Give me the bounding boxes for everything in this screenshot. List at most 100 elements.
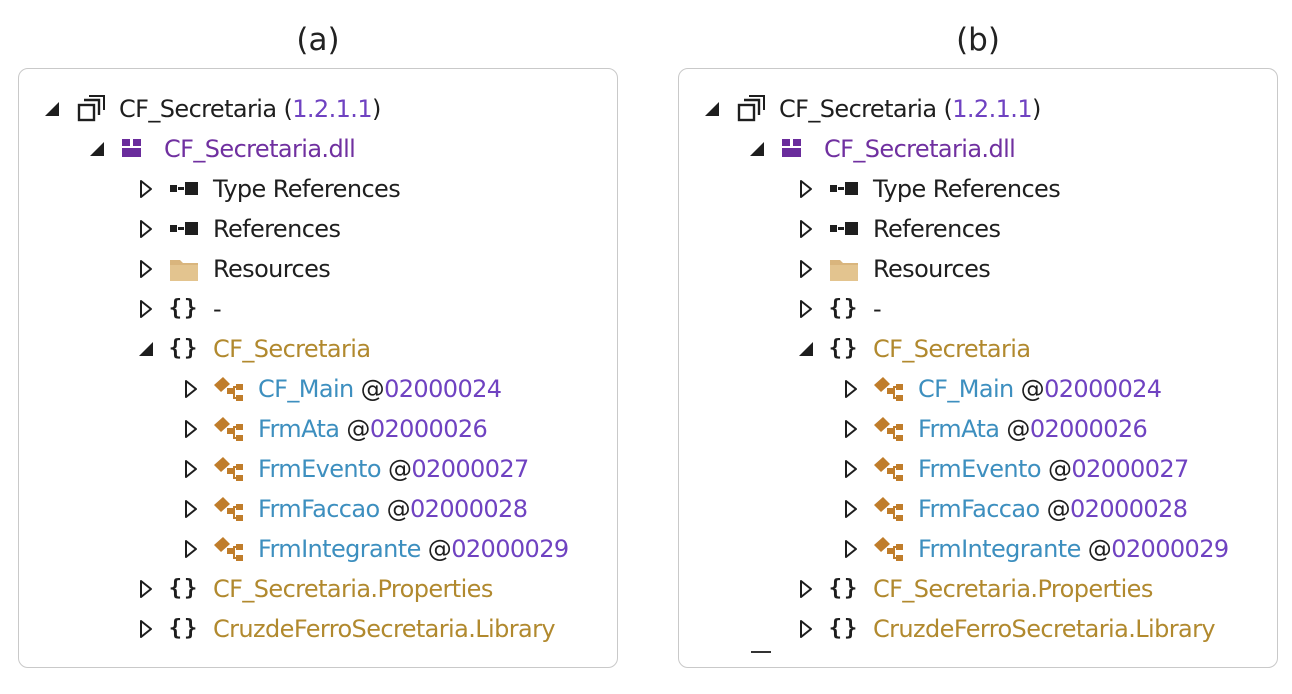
collapsed-arrow-icon[interactable] bbox=[180, 378, 202, 400]
tree-node[interactable]: {}CruzdeFerroSecretaria.Library bbox=[795, 609, 1216, 649]
tree-node[interactable]: {}CF_Secretaria bbox=[135, 329, 371, 369]
tree-node[interactable]: Resources bbox=[135, 249, 331, 289]
class-icon bbox=[212, 494, 246, 524]
node-label-part: FrmIntegrante bbox=[258, 535, 421, 563]
node-label-part: 02000024 bbox=[1044, 375, 1162, 403]
collapsed-arrow-icon[interactable] bbox=[795, 258, 817, 280]
node-label-part: FrmFaccao bbox=[918, 495, 1040, 523]
class-icon bbox=[872, 454, 906, 484]
node-label-part: ) bbox=[371, 95, 381, 123]
collapsed-arrow-icon[interactable] bbox=[795, 298, 817, 320]
references-icon bbox=[167, 174, 201, 204]
node-label-part: CruzdeFerroSecretaria.Library bbox=[213, 615, 556, 643]
node-label-part: FrmEvento bbox=[918, 455, 1042, 483]
tree-node[interactable]: References bbox=[135, 209, 341, 249]
tree-node[interactable]: CF_Secretaria (1.2.1.1) bbox=[41, 89, 381, 129]
collapsed-arrow-icon[interactable] bbox=[795, 618, 817, 640]
namespace-icon: {} bbox=[168, 336, 200, 361]
collapsed-arrow-icon[interactable] bbox=[135, 578, 157, 600]
caption-a: (a) bbox=[296, 22, 340, 58]
folder-icon bbox=[827, 254, 861, 284]
class-icon bbox=[212, 534, 246, 564]
node-label-part: @ bbox=[380, 455, 412, 483]
tree-node[interactable]: CF_Secretaria.dll bbox=[86, 129, 356, 169]
tree-node[interactable]: FrmAta @02000026 bbox=[180, 409, 488, 449]
node-label-part: FrmAta bbox=[918, 415, 1000, 443]
tree-node[interactable]: Type References bbox=[135, 169, 401, 209]
node-label-part: CF_Secretaria ( bbox=[119, 95, 293, 123]
expanded-arrow-icon[interactable] bbox=[86, 138, 108, 160]
class-icon bbox=[212, 414, 246, 444]
node-label-part: 1.2.1.1 bbox=[952, 95, 1032, 123]
assembly-icon bbox=[73, 94, 107, 124]
tree-node[interactable]: {}- bbox=[135, 289, 222, 329]
tree-node[interactable]: FrmFaccao @02000028 bbox=[840, 489, 1188, 529]
tree-node[interactable]: CF_Secretaria.dll bbox=[746, 129, 1016, 169]
node-label-part: CF_Secretaria.dll bbox=[824, 135, 1016, 163]
node-label-part: CF_Main bbox=[918, 375, 1014, 403]
tree-node[interactable]: FrmAta @02000026 bbox=[840, 409, 1148, 449]
collapsed-arrow-icon[interactable] bbox=[135, 258, 157, 280]
collapsed-arrow-icon[interactable] bbox=[180, 458, 202, 480]
expanded-arrow-icon[interactable] bbox=[795, 338, 817, 360]
tree-node[interactable]: CF_Main @02000024 bbox=[840, 369, 1162, 409]
expanded-arrow-icon[interactable] bbox=[41, 98, 63, 120]
collapsed-arrow-icon[interactable] bbox=[180, 538, 202, 560]
node-label-part: CF_Main bbox=[258, 375, 354, 403]
class-icon bbox=[872, 494, 906, 524]
class-icon bbox=[872, 374, 906, 404]
node-label-part: - bbox=[213, 295, 222, 323]
tree-node[interactable]: {}- bbox=[795, 289, 882, 329]
collapsed-arrow-icon[interactable] bbox=[840, 418, 862, 440]
node-label-part: 02000028 bbox=[410, 495, 528, 523]
namespace-icon: {} bbox=[828, 616, 860, 641]
node-label-part: 02000024 bbox=[384, 375, 502, 403]
node-label-part: 02000027 bbox=[1071, 455, 1189, 483]
tree-node[interactable]: FrmFaccao @02000028 bbox=[180, 489, 528, 529]
expanded-arrow-icon[interactable] bbox=[746, 138, 768, 160]
tree-node[interactable]: {}CruzdeFerroSecretaria.Library bbox=[135, 609, 556, 649]
tree-node[interactable]: References bbox=[795, 209, 1001, 249]
tree-node[interactable]: {}CF_Secretaria.Properties bbox=[135, 569, 493, 609]
node-label-part: @ bbox=[379, 495, 411, 523]
collapsed-arrow-icon[interactable] bbox=[840, 498, 862, 520]
expanded-arrow-icon[interactable] bbox=[701, 98, 723, 120]
tree-panel-b: CF_Secretaria (1.2.1.1) CF_Secretaria.dll… bbox=[678, 68, 1278, 668]
tree-node[interactable]: FrmIntegrante @02000029 bbox=[180, 529, 569, 569]
node-label-part: @ bbox=[353, 375, 385, 403]
assembly-icon bbox=[733, 94, 767, 124]
collapsed-arrow-icon[interactable] bbox=[135, 218, 157, 240]
collapsed-arrow-icon[interactable] bbox=[135, 618, 157, 640]
tree-node[interactable]: Resources bbox=[795, 249, 991, 289]
class-icon bbox=[212, 374, 246, 404]
collapsed-arrow-icon[interactable] bbox=[180, 418, 202, 440]
collapsed-arrow-icon[interactable] bbox=[795, 178, 817, 200]
tree-node[interactable]: {}CF_Secretaria bbox=[795, 329, 1031, 369]
collapsed-arrow-icon[interactable] bbox=[180, 498, 202, 520]
tree-node[interactable]: FrmEvento @02000027 bbox=[180, 449, 529, 489]
tree-node[interactable]: CF_Secretaria (1.2.1.1) bbox=[701, 89, 1041, 129]
collapsed-arrow-icon[interactable] bbox=[795, 218, 817, 240]
collapsed-arrow-icon[interactable] bbox=[135, 298, 157, 320]
tree-node[interactable]: CF_Main @02000024 bbox=[180, 369, 502, 409]
collapsed-arrow-icon[interactable] bbox=[795, 578, 817, 600]
tree-node[interactable]: FrmIntegrante @02000029 bbox=[840, 529, 1229, 569]
node-label-part: CF_Secretaria bbox=[873, 335, 1031, 363]
expanded-arrow-icon[interactable] bbox=[135, 338, 157, 360]
references-icon bbox=[827, 214, 861, 244]
node-label-part: @ bbox=[1013, 375, 1045, 403]
node-label-part: Resources bbox=[873, 255, 991, 283]
collapsed-arrow-icon[interactable] bbox=[135, 178, 157, 200]
collapsed-arrow-icon[interactable] bbox=[840, 538, 862, 560]
node-label-part: Resources bbox=[213, 255, 331, 283]
collapsed-arrow-icon[interactable] bbox=[840, 378, 862, 400]
tree-node[interactable]: {}CF_Secretaria.Properties bbox=[795, 569, 1153, 609]
node-label-part: FrmFaccao bbox=[258, 495, 380, 523]
collapsed-arrow-icon[interactable] bbox=[840, 458, 862, 480]
tree-node[interactable]: Type References bbox=[795, 169, 1061, 209]
node-label-part: CF_Secretaria ( bbox=[779, 95, 953, 123]
tree-node[interactable]: FrmEvento @02000027 bbox=[840, 449, 1189, 489]
class-icon bbox=[872, 414, 906, 444]
node-label-part: 02000028 bbox=[1070, 495, 1188, 523]
tree-panel-a: CF_Secretaria (1.2.1.1)CF_Secretaria.dll… bbox=[18, 68, 618, 668]
